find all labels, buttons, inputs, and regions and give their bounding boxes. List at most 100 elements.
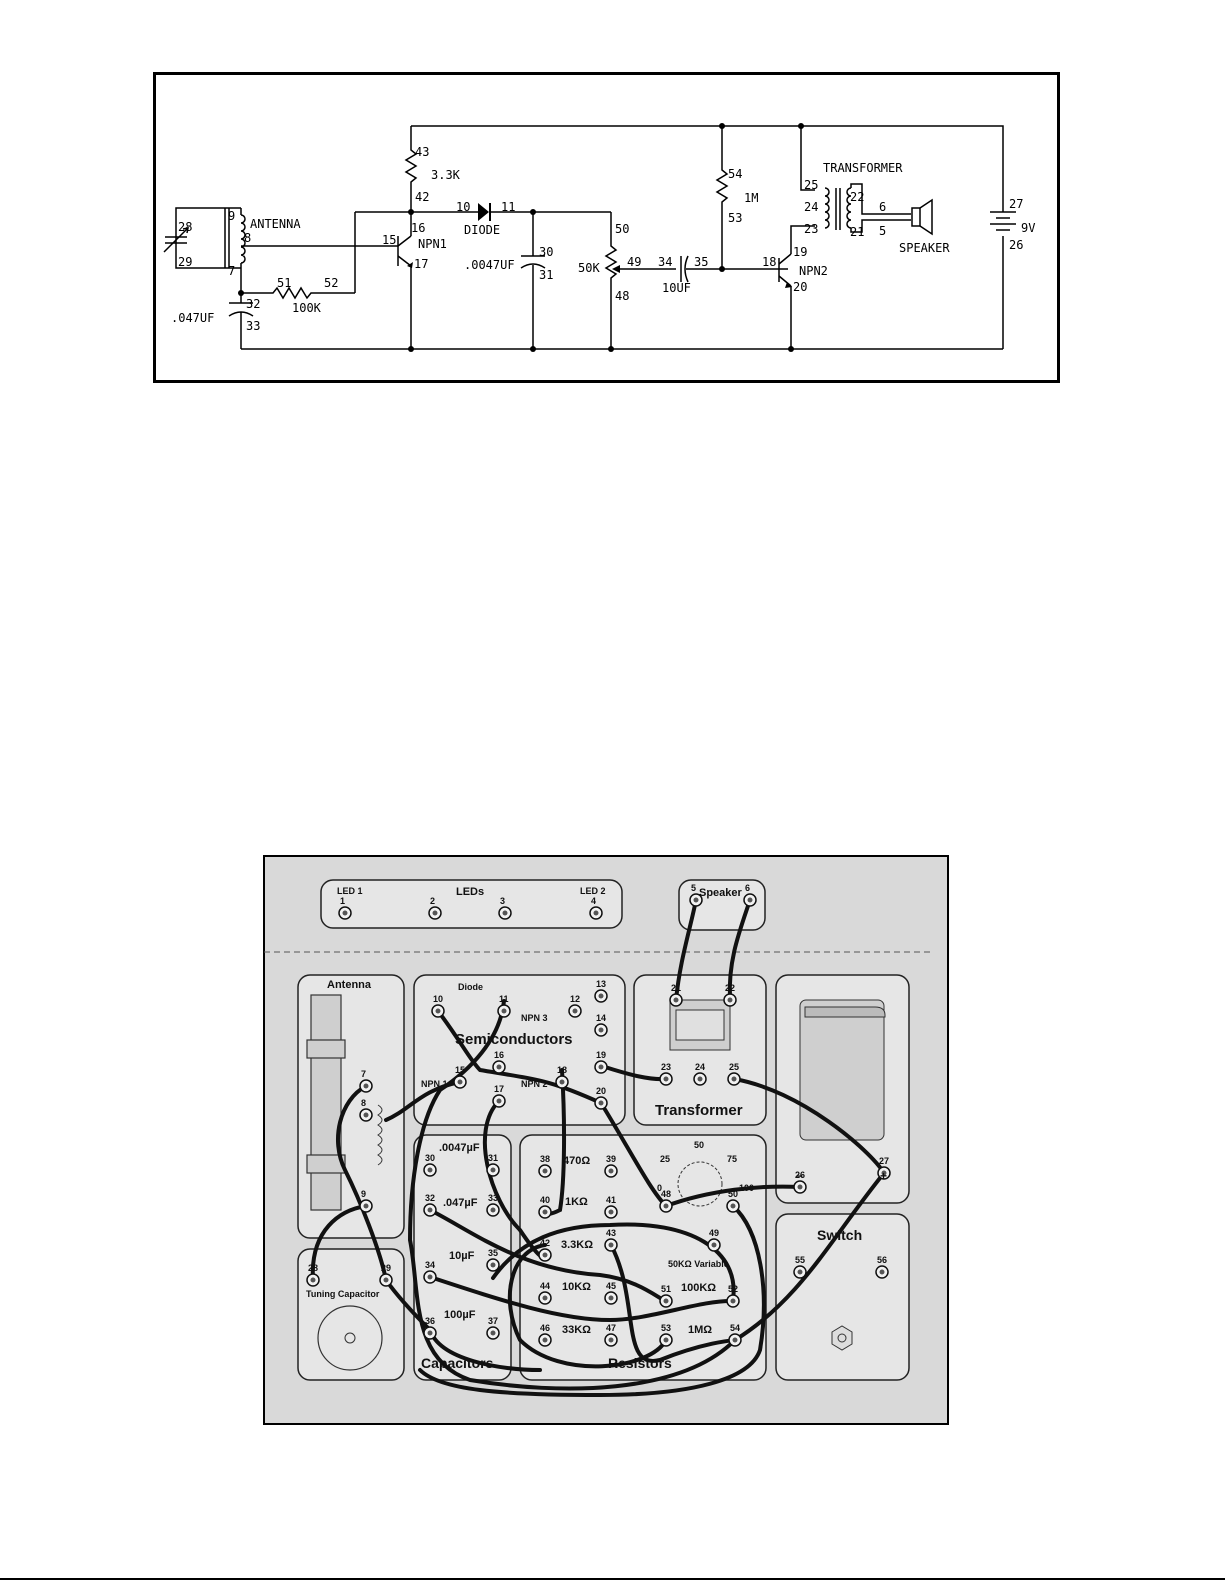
- board-terminal-center: [490, 1330, 496, 1336]
- board-terminal-label-32: 32: [425, 1193, 435, 1203]
- schem-terminal-18: 18: [762, 255, 776, 269]
- board-terminal-center: [383, 1277, 389, 1283]
- board-label-c100: 100µF: [444, 1309, 476, 1321]
- board-terminal-center: [608, 1242, 614, 1248]
- board-terminal-label-47: 47: [606, 1323, 616, 1333]
- schem-terminal-5: 5: [879, 224, 886, 238]
- board-terminal-center: [490, 1262, 496, 1268]
- board-terminal-center: [598, 1027, 604, 1033]
- schem-label-diode: DIODE: [464, 223, 500, 237]
- wires: [310, 898, 886, 1398]
- board-terminal-center: [608, 1209, 614, 1215]
- board-label-c0047: .0047µF: [439, 1142, 480, 1154]
- schem-label-9v: 9V: [1021, 221, 1035, 235]
- board-terminal-center: [747, 897, 753, 903]
- board-terminal-center: [879, 1269, 885, 1275]
- board-terminal-center: [457, 1079, 463, 1085]
- board-terminal-center: [727, 997, 733, 1003]
- schem-terminal-31: 31: [539, 268, 553, 282]
- board-terminal-label-38: 38: [540, 1154, 550, 1164]
- board-terminal-label-45: 45: [606, 1281, 616, 1291]
- board-label-c10: 10µF: [449, 1250, 475, 1262]
- board-label-c047: .047µF: [443, 1197, 478, 1209]
- board-terminal-center: [608, 1168, 614, 1174]
- board-terminal-label-30: 30: [425, 1153, 435, 1163]
- board-terminal-center: [572, 1008, 578, 1014]
- board-terminal-center: [310, 1277, 316, 1283]
- board-terminal-center: [542, 1209, 548, 1215]
- board-label-pot: 50KΩ Variable: [668, 1259, 729, 1269]
- board-terminal-label-20: 20: [596, 1086, 606, 1096]
- board-terminal-label-33: 33: [488, 1193, 498, 1203]
- schem-terminal-21: 21: [850, 225, 864, 239]
- board-terminal-center: [598, 993, 604, 999]
- board-terminal-label-37: 37: [488, 1316, 498, 1326]
- board-label-resistors: Resistors: [608, 1355, 672, 1371]
- board-terminal-center: [542, 1252, 548, 1258]
- schem-label-100k: 100K: [292, 301, 322, 315]
- schem-terminal-53: 53: [728, 211, 742, 225]
- schem-terminal-10: 10: [456, 200, 470, 214]
- schematic-diagram: ANTENNA DIODE NPN1 NPN2 TRANSFORMER SPEA…: [163, 123, 1035, 352]
- board-terminal-label-21: 21: [671, 983, 681, 993]
- board-terminal-center: [342, 910, 348, 916]
- board-terminal-label-27: 27: [879, 1156, 889, 1166]
- board-terminal-label-31: 31: [488, 1153, 498, 1163]
- schem-terminal-26: 26: [1009, 238, 1023, 252]
- schem-terminal-23: 23: [804, 222, 818, 236]
- board-terminal-label-1: 1: [340, 896, 345, 906]
- board-terminal-label-28: 28: [308, 1263, 318, 1273]
- board-terminal-label-22: 22: [725, 983, 735, 993]
- board-terminal-center: [435, 1008, 441, 1014]
- board-terminal-center: [673, 997, 679, 1003]
- schem-terminal-20: 20: [793, 280, 807, 294]
- board-terminal-center: [496, 1064, 502, 1070]
- board-terminal-label-10: 10: [433, 994, 443, 1004]
- board-terminal-label-25: 25: [729, 1062, 739, 1072]
- board-terminal-label-11: 11: [499, 994, 509, 1004]
- board-terminal-label-55: 55: [795, 1255, 805, 1265]
- board-terminal-label-4: 4: [591, 896, 596, 906]
- schem-terminal-24: 24: [804, 200, 818, 214]
- board-dial-75: 75: [727, 1154, 737, 1164]
- board-label-r100k: 100KΩ: [681, 1282, 716, 1294]
- board-terminal-label-6: 6: [745, 883, 750, 893]
- schem-terminal-50: 50: [615, 222, 629, 236]
- board-terminal-label-24: 24: [695, 1062, 705, 1072]
- board-terminal-center: [542, 1295, 548, 1301]
- board-terminal-label-41: 41: [606, 1195, 616, 1205]
- board-terminal-center: [363, 1083, 369, 1089]
- schem-label-50k: 50K: [578, 261, 600, 275]
- schem-terminal-52: 52: [324, 276, 338, 290]
- board-terminal-center: [608, 1337, 614, 1343]
- schem-terminal-6: 6: [879, 200, 886, 214]
- board-terminal-center: [427, 1330, 433, 1336]
- schem-terminal-54: 54: [728, 167, 742, 181]
- board-terminal-center: [427, 1167, 433, 1173]
- schem-terminal-25: 25: [804, 178, 818, 192]
- board-terminal-center: [797, 1269, 803, 1275]
- schem-terminal-42: 42: [415, 190, 429, 204]
- board-terminal-label-52: 52: [728, 1284, 738, 1294]
- board-terminal-label-7: 7: [361, 1069, 366, 1079]
- board-label-npn1: NPN 1: [421, 1079, 448, 1089]
- board-terminal-center: [363, 1112, 369, 1118]
- board-terminal-label-43: 43: [606, 1228, 616, 1238]
- board-label-r33k2: 33KΩ: [562, 1324, 591, 1336]
- board-terminal-label-36: 36: [425, 1316, 435, 1326]
- schem-label-047uf: .047UF: [171, 311, 214, 325]
- board-terminal-label-35: 35: [488, 1248, 498, 1258]
- schem-label-0047uf: .0047UF: [464, 258, 515, 272]
- board-dial-50: 50: [694, 1140, 704, 1150]
- board-terminal-label-48: 48: [661, 1189, 671, 1199]
- board-terminal-label-40: 40: [540, 1195, 550, 1205]
- schem-terminal-8: 8: [244, 231, 251, 245]
- board-label-leds: LEDs: [456, 886, 484, 898]
- board-terminal-label-5: 5: [691, 883, 696, 893]
- board-label-diode: Diode: [458, 982, 483, 992]
- board-terminal-center: [663, 1337, 669, 1343]
- board-dial-100: 100: [739, 1183, 754, 1193]
- board-label-capacitors: Capacitors: [421, 1355, 494, 1371]
- board-terminal-center: [663, 1076, 669, 1082]
- schem-terminal-27: 27: [1009, 197, 1023, 211]
